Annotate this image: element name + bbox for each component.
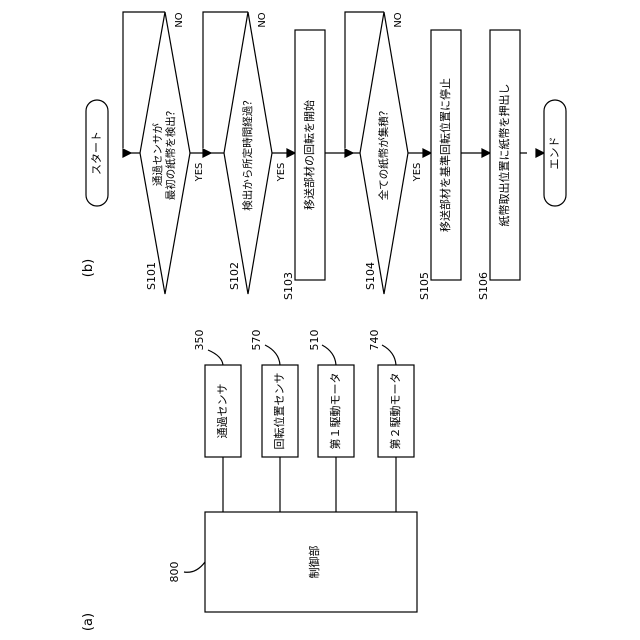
component-label-510: 第１駆動モータ: [328, 373, 342, 450]
component-label-740: 第２駆動モータ: [388, 373, 402, 450]
s104-id: S104: [364, 262, 377, 290]
s101-line-2: 最初の紙幣を検出？: [164, 106, 177, 201]
s103-id: S103: [282, 272, 295, 300]
s102-text: 検出から所定時間経過？: [241, 95, 254, 211]
arrow-into-end: [536, 149, 544, 157]
leader-350: [208, 350, 223, 365]
leader-510: [322, 345, 336, 365]
ref-510: 510: [308, 330, 321, 351]
ref-350: 350: [193, 330, 206, 351]
s105-text: 移送部材を基準回転位置に停止: [438, 78, 452, 232]
s104-text: 全ての紙幣が集積？: [377, 106, 390, 201]
panel-a-label: (a): [81, 613, 96, 631]
arrow-into-s101: [123, 149, 131, 157]
leader-740: [382, 345, 396, 365]
component-label-570: 回転位置センサ: [272, 373, 286, 450]
s104-yes: YES: [412, 163, 423, 183]
ref-800: 800: [168, 562, 181, 583]
s106-id: S106: [477, 272, 490, 300]
leader-800: [184, 562, 205, 572]
arrow-into-s103: [287, 149, 295, 157]
end-label: エンド: [548, 137, 561, 170]
s106-text: 紙幣取出位置に紙幣を押出し: [497, 84, 511, 227]
s102-id: S102: [228, 262, 241, 290]
arrow-into-s105: [423, 149, 431, 157]
leader-570: [265, 345, 280, 365]
panel-b-label: (b): [81, 259, 96, 277]
s102-no: NO: [257, 12, 268, 27]
ref-570: 570: [250, 330, 263, 351]
controller-label: 制御部: [307, 546, 321, 579]
s101-id: S101: [145, 262, 158, 290]
arrow-into-s106: [482, 149, 490, 157]
s101-no: NO: [174, 12, 185, 27]
s101-line-1: 通過センサが: [151, 123, 164, 186]
s104-no: NO: [393, 12, 404, 27]
start-label: スタート: [90, 131, 103, 175]
arrow-into-s104: [345, 149, 353, 157]
component-label-350: 通過センサ: [216, 384, 229, 439]
arrow-into-s102: [203, 149, 211, 157]
s101-yes: YES: [194, 163, 205, 183]
s103-text: 移送部材の回転を開始: [302, 100, 316, 210]
s102-yes: YES: [276, 163, 287, 183]
ref-740: 740: [368, 330, 381, 351]
s105-id: S105: [418, 272, 431, 300]
